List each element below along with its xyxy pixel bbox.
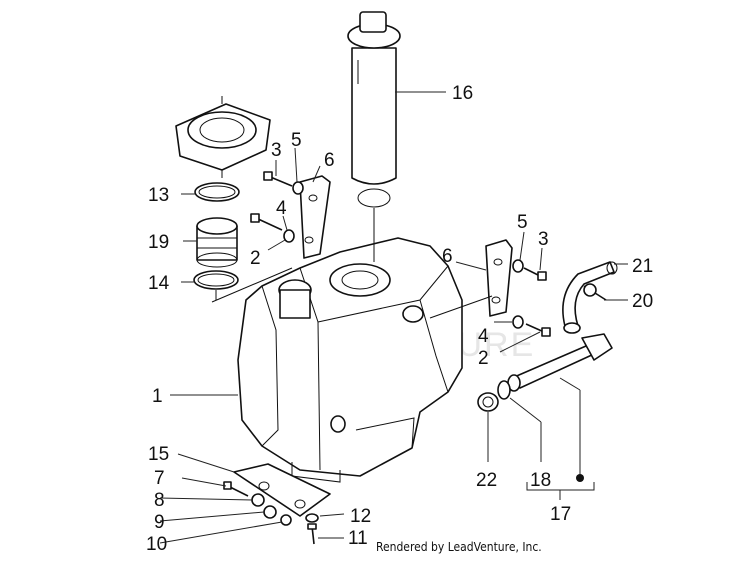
callout-4-left: 4 [276,198,287,219]
callout-labels: 1 2 2 3 3 4 4 5 5 6 6 7 8 9 10 11 12 13 … [146,83,653,555]
screw-11 [307,523,317,545]
callout-6-right: 6 [442,246,453,267]
callout-5-left: 5 [291,130,302,151]
callout-15: 15 [148,444,169,465]
callout-16: 16 [452,83,473,104]
bracket-left [299,175,331,259]
screw-left-lower [250,213,283,231]
o-ring-18 [497,380,511,400]
callout-21: 21 [632,256,653,277]
fuel-tank [237,237,463,483]
callout-4-right: 4 [478,326,489,347]
callout-2-left: 2 [250,248,261,269]
vent-fitting [583,283,607,301]
cap-flange [175,96,271,178]
washer-12 [305,513,319,523]
callout-14: 14 [148,273,170,294]
callout-9: 9 [154,512,165,533]
outlet-fitting [507,333,613,392]
bracket-right [485,239,513,317]
callout-18: 18 [530,470,551,491]
washer-4-right [512,315,524,329]
clamp-14 [193,270,239,290]
callout-22: 22 [476,470,497,491]
fuel-sender [347,11,401,262]
callout-17: 17 [550,504,571,525]
callout-1: 1 [152,386,163,407]
screw-3-right [523,267,547,281]
clamp-22 [477,392,499,412]
vent-hose [562,261,618,334]
leader-lines [159,91,628,544]
washer-5-left [292,181,304,195]
callout-11: 11 [348,528,368,549]
bottom-bracket [233,463,331,517]
callout-7: 7 [154,468,165,489]
callout-10: 10 [146,534,167,555]
screw-2-right [525,323,551,337]
callout-20: 20 [632,291,653,312]
washer-2-left [283,229,295,243]
washer-5-right [512,259,524,273]
callout-3-right: 3 [538,229,549,250]
callout-8: 8 [154,490,165,511]
washer-8 [251,493,265,507]
callout-6-left: 6 [324,150,335,171]
callout-13: 13 [148,185,169,206]
screw-7 [223,481,249,497]
clamp-13 [194,182,240,202]
callout-3-left: 3 [271,140,282,161]
filler-hose-19 [196,217,238,268]
footer-credit: Rendered by LeadVenture, Inc. [376,540,542,554]
nut-10 [280,514,292,526]
washer-9 [263,505,277,519]
callout-19: 19 [148,232,169,253]
callout-2-right: 2 [478,348,489,369]
callout-5-right: 5 [517,212,528,233]
callout-12: 12 [350,506,371,527]
screw-3-left [263,171,293,187]
